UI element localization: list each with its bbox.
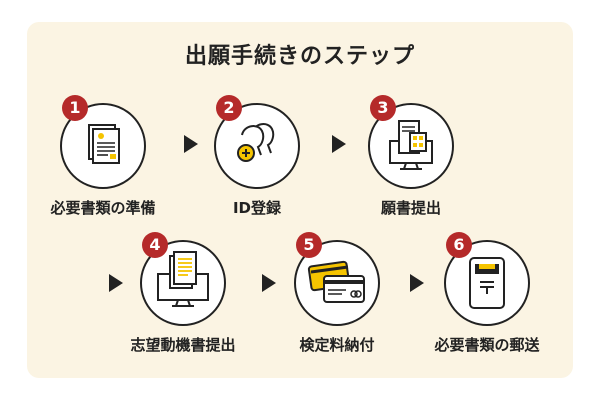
step-1: 1 必要書類の準備 — [48, 95, 158, 218]
step-6-badge: 6 — [446, 232, 472, 258]
step-3: 3 願書提出 — [356, 95, 466, 218]
calculator-document-icon — [389, 120, 433, 170]
document-icon — [88, 124, 120, 164]
step-4-badge: 4 — [142, 232, 168, 258]
arrow-4-5 — [262, 274, 276, 292]
step-6: 6 必要書類の郵送 — [432, 232, 542, 355]
arrow-1-2 — [184, 135, 198, 153]
credit-card-icon — [307, 260, 365, 303]
step-1-label: 必要書類の準備 — [50, 199, 156, 217]
step-6-circle — [444, 240, 530, 326]
step-2-label: ID登録 — [232, 199, 282, 217]
step-4-label: 志望動機書提出 — [130, 336, 236, 354]
title-container: 出願手続きのステップ — [0, 38, 600, 71]
step-6-label: 必要書類の郵送 — [434, 336, 540, 354]
step-2-circle — [214, 103, 300, 189]
step-2-badge: 2 — [216, 95, 242, 121]
page-title: 出願手続きのステップ — [180, 38, 420, 71]
step-5: 5 検定料納付 — [282, 232, 392, 355]
postbox-icon — [469, 257, 505, 309]
monitor-document-icon — [157, 251, 209, 307]
arrow-3-4 — [109, 274, 123, 292]
step-1-badge: 1 — [62, 95, 88, 121]
step-5-badge: 5 — [296, 232, 322, 258]
step-2: 2 ID登録 — [202, 95, 312, 218]
arrow-2-3 — [332, 135, 346, 153]
arrow-5-6 — [410, 274, 424, 292]
user-add-icon — [237, 123, 275, 162]
step-3-badge: 3 — [370, 95, 396, 121]
step-4: 4 志望動機書提出 — [128, 232, 238, 355]
step-5-label: 検定料納付 — [299, 336, 375, 354]
step-3-label: 願書提出 — [380, 199, 441, 217]
